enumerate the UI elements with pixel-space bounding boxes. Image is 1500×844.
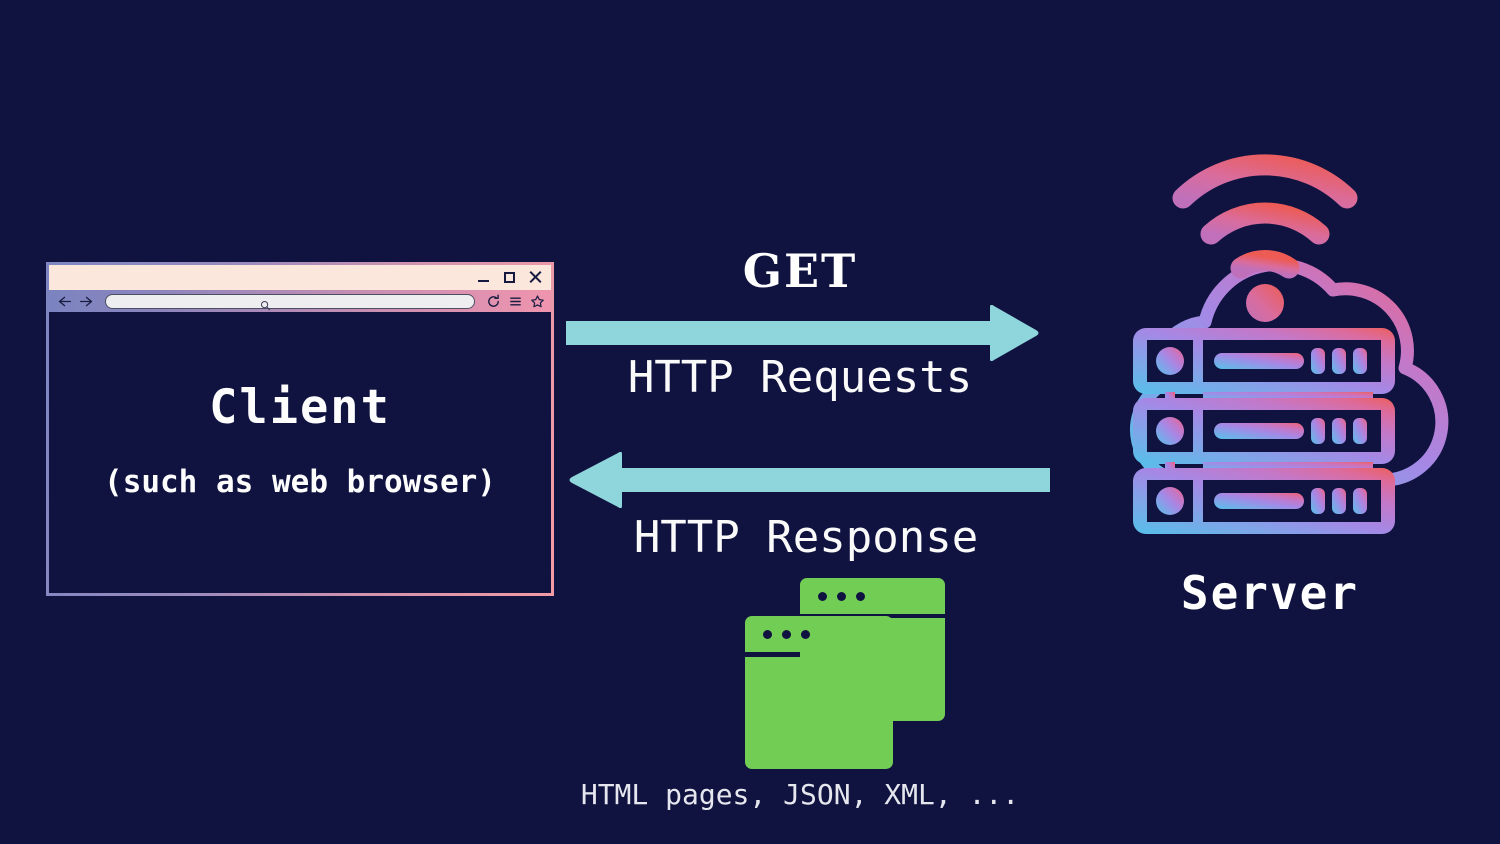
document-dot [818,591,827,601]
document-dot [801,629,810,639]
cloud-server-rack-icon [1055,140,1475,540]
wifi-signal-icon [1172,154,1358,322]
search-icon [260,296,271,310]
document-dot [837,591,846,601]
hamburger-menu-icon[interactable] [508,294,523,309]
document-titlebar [745,616,893,652]
forward-arrow-icon[interactable] [79,295,94,308]
client-subtitle: (such as web browser) [104,463,496,500]
server-rack-unit [1133,398,1395,478]
document-window-front [745,616,893,769]
browser-inner-frame: Client (such as web browser) [49,265,551,593]
client-title: Client [209,379,391,435]
document-dot [856,591,865,601]
close-icon[interactable] [529,271,542,284]
server-rack-unit [1133,468,1395,534]
server-rack-unit [1133,328,1395,408]
client-browser-window: Client (such as web browser) [46,262,554,596]
document-titlebar [800,578,945,614]
http-response-arrow [566,451,1050,509]
server-label: Server [1180,566,1360,620]
reload-icon[interactable] [486,294,501,309]
search-input[interactable] [105,293,475,310]
document-dot [782,629,791,639]
document-dot [763,629,772,639]
get-method-label: GET [742,244,858,298]
http-request-arrow [566,304,1040,362]
browser-titlebar [49,265,551,290]
bookmark-star-icon[interactable] [530,294,545,309]
browser-viewport: Client (such as web browser) [49,312,551,593]
browser-toolbar [49,290,551,312]
documents-stack-icon [745,578,945,776]
maximize-icon[interactable] [503,271,516,284]
back-arrow-icon[interactable] [57,295,72,308]
http-response-label: HTTP Response [633,512,979,563]
payload-formats-label: HTML pages, JSON, XML, ... [580,778,1020,811]
minimize-icon[interactable] [477,271,490,284]
document-body [745,657,893,769]
http-requests-label: HTTP Requests [627,352,973,403]
